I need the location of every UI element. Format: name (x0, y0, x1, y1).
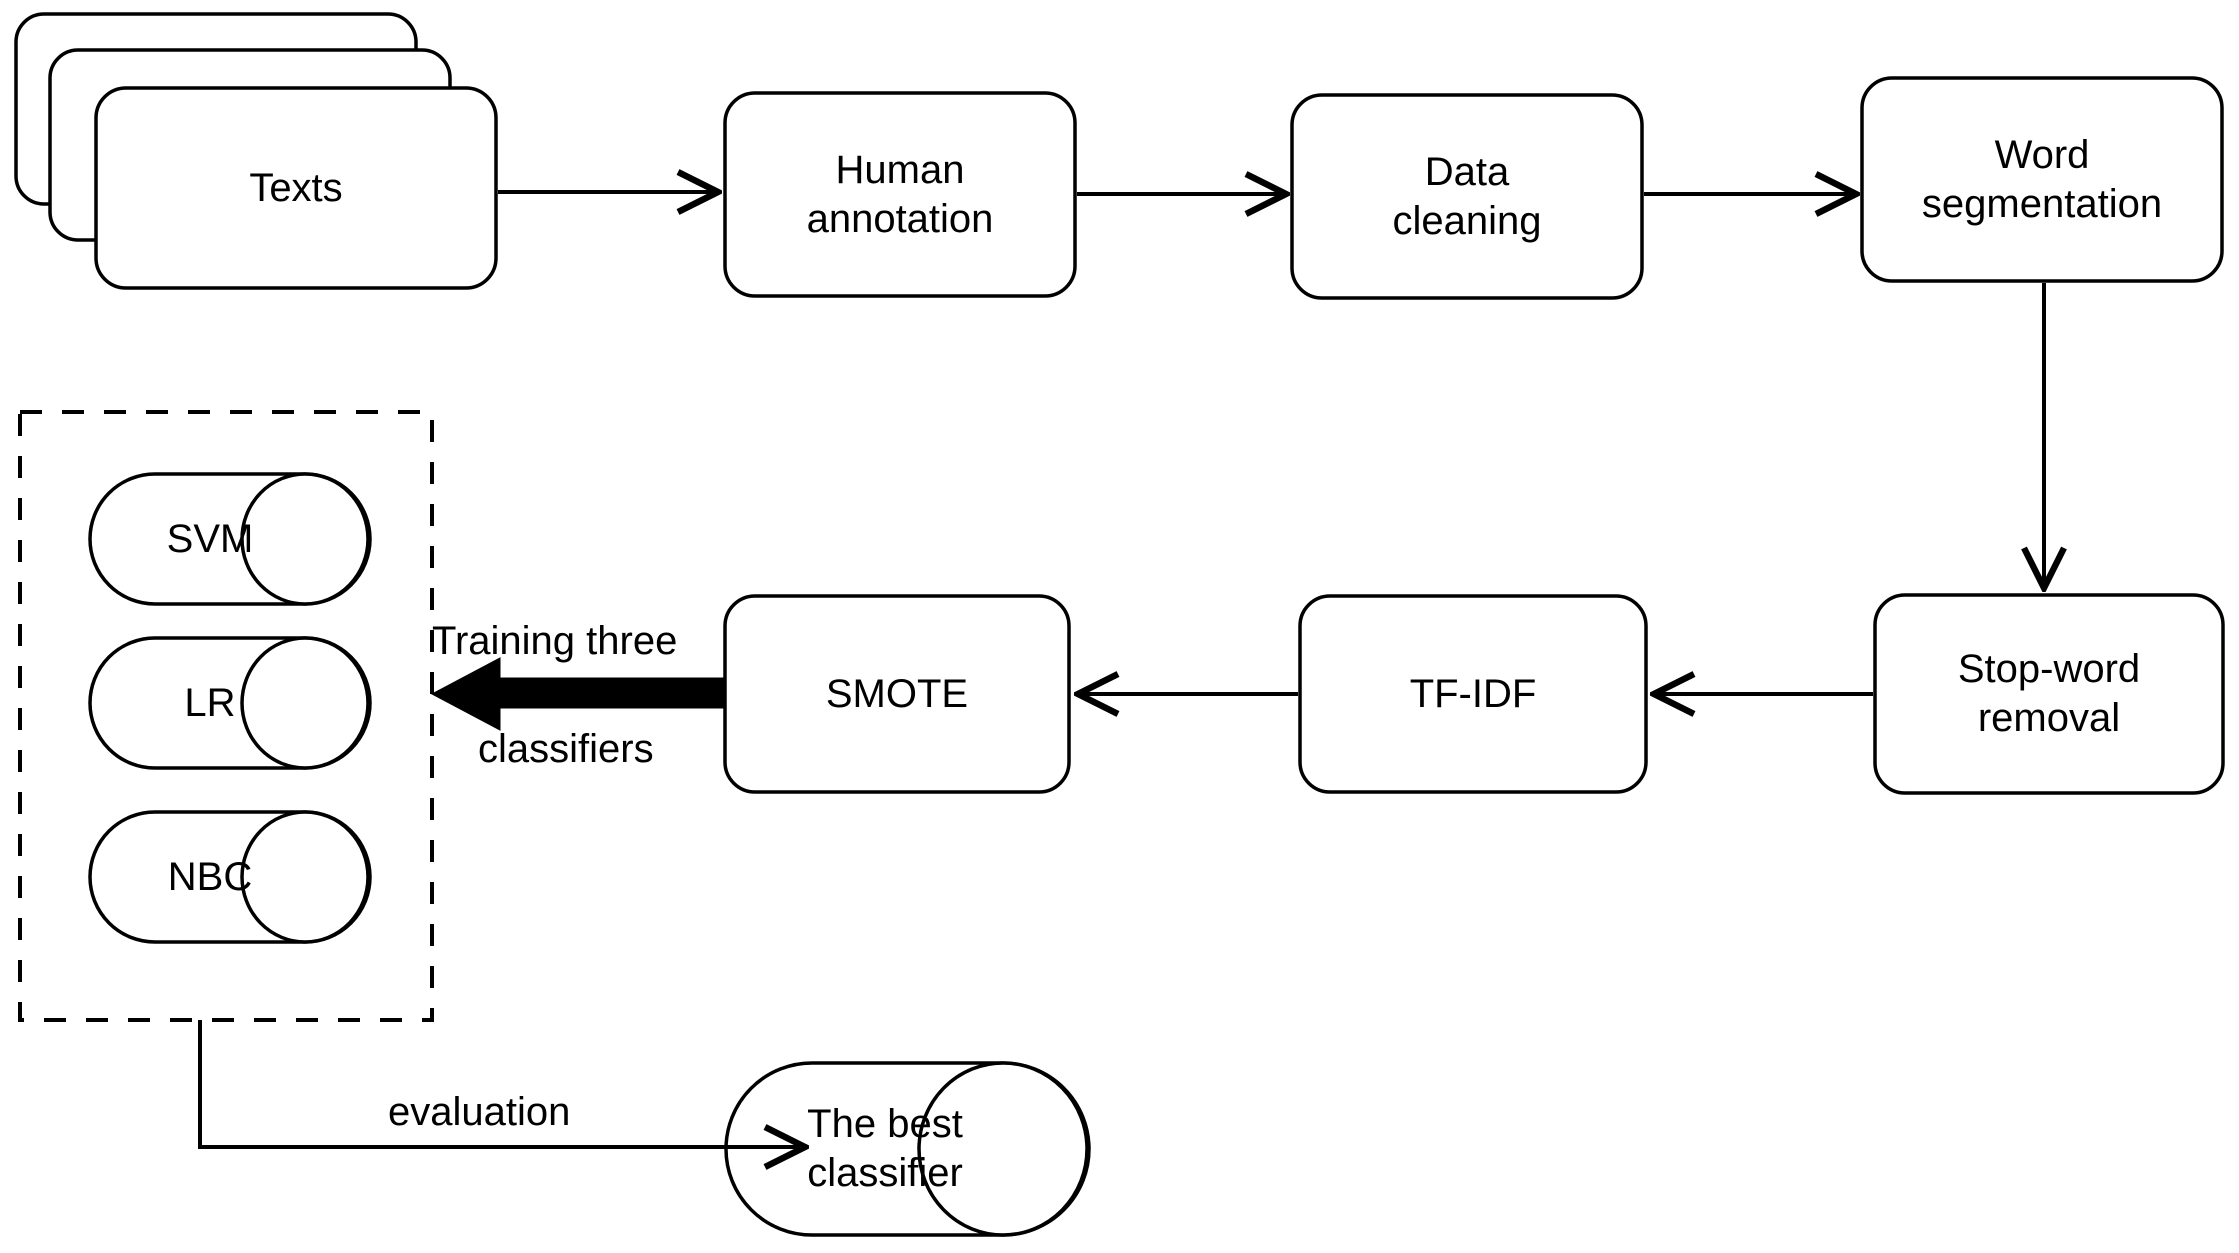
edge-label-evaluation: evaluation (388, 1090, 571, 1134)
texts-sheet-front (94, 86, 498, 290)
lr-cylinder-end-cap (240, 636, 370, 770)
edge-smote-to-classifiers-thick (430, 657, 724, 731)
node-texts[interactable] (14, 12, 498, 290)
nbc-cylinder-end-cap (240, 810, 370, 944)
edge-label-training-line1: Training three (432, 619, 678, 663)
thick-arrow-shape (430, 657, 724, 731)
svm-cylinder-end-cap (240, 472, 370, 606)
classifiers-group-box (18, 410, 434, 1022)
node-tf-idf[interactable] (1298, 594, 1648, 794)
node-word-segmentation[interactable] (1860, 76, 2224, 283)
node-human-annotation[interactable] (723, 91, 1077, 298)
edge-label-training-line2: classifiers (478, 727, 654, 771)
node-nbc[interactable] (88, 810, 372, 944)
best-classifier-cylinder-end-cap (917, 1061, 1089, 1237)
edge-classifiers-to-best-classifier (198, 1020, 805, 1147)
node-svm[interactable] (88, 472, 372, 606)
node-smote[interactable] (723, 594, 1071, 794)
node-data-cleaning[interactable] (1290, 93, 1644, 300)
node-stop-word-removal[interactable] (1873, 593, 2225, 795)
node-lr[interactable] (88, 636, 372, 770)
node-best-classifier[interactable] (724, 1061, 1091, 1237)
